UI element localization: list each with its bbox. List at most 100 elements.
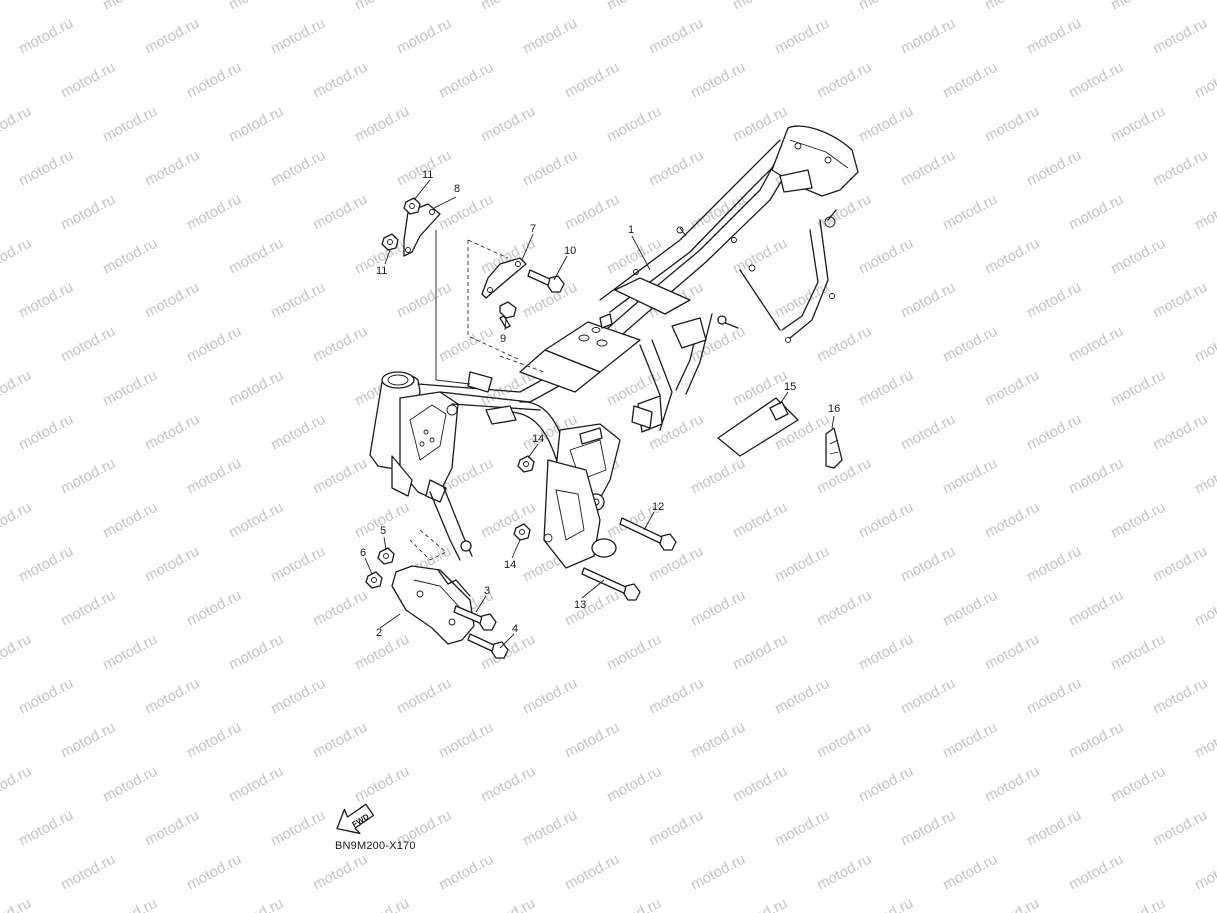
watermark-text: motod.ru [898, 411, 958, 454]
watermark-text: motod.ru [940, 455, 1000, 498]
watermark-text: motod.ru [100, 499, 160, 542]
watermark-text: motod.ru [604, 103, 664, 146]
watermark-text: motod.ru [1024, 807, 1084, 850]
clip-16 [825, 427, 843, 469]
watermark-text: motod.ru [520, 675, 580, 718]
bolt-3 [453, 605, 497, 631]
watermark-text: motod.ru [982, 367, 1042, 410]
callout-11-upper: 11 [422, 169, 433, 181]
watermark-text: motod.ru [688, 455, 748, 498]
watermark-text: motod.ru [898, 279, 958, 322]
bolt-9 [499, 301, 517, 329]
watermark-text: motod.ru [730, 895, 790, 913]
watermark-text: motod.ru [982, 0, 1042, 14]
watermark-text: motod.ru [310, 323, 370, 366]
watermark-text: motod.ru [688, 851, 748, 894]
watermark-text: motod.ru [0, 367, 34, 410]
watermark-text: motod.ru [0, 103, 34, 146]
watermark-text: motod.ru [562, 191, 622, 234]
watermark-text: motod.ru [226, 235, 286, 278]
watermark-text: motod.ru [856, 103, 916, 146]
watermark-text: motod.ru [646, 147, 706, 190]
watermark-text: motod.ru [856, 499, 916, 542]
watermark-text: motod.ru [16, 543, 76, 586]
watermark-text: motod.ru [898, 147, 958, 190]
watermark-text: motod.ru [310, 587, 370, 630]
watermark-text: motod.ru [604, 763, 664, 806]
watermark-text: motod.ru [310, 191, 370, 234]
watermark-text: motod.ru [16, 675, 76, 718]
watermark-text: motod.ru [226, 367, 286, 410]
watermark-text: motod.ru [814, 191, 874, 234]
watermark-text: motod.ru [268, 411, 328, 454]
watermark-text: motod.ru [730, 499, 790, 542]
watermark-text: motod.ru [520, 147, 580, 190]
watermark-text: motod.ru [1024, 147, 1084, 190]
watermark-text: motod.ru [0, 235, 34, 278]
callout-2: 2 [376, 627, 382, 639]
fwd-arrow-icon: FWD [336, 803, 375, 835]
callout-4: 4 [512, 623, 518, 635]
diagram-code: BN9M200-X170 [335, 840, 416, 852]
watermark-text: motod.ru [436, 719, 496, 762]
watermark-text: motod.ru [604, 631, 664, 674]
watermark-text: motod.ru [436, 59, 496, 102]
engine-bracket-2 [391, 565, 475, 645]
watermark-text: motod.ru [562, 587, 622, 630]
watermark-text: motod.ru [58, 587, 118, 630]
watermark-text: motod.ru [646, 675, 706, 718]
watermark-text: motod.ru [1066, 323, 1126, 366]
watermark-text: motod.ru [142, 675, 202, 718]
watermark-text: motod.ru [478, 0, 538, 14]
callout-13: 13 [574, 599, 586, 611]
watermark-text: motod.ru [16, 15, 76, 58]
nut-6 [365, 571, 383, 589]
watermark-text: motod.ru [898, 675, 958, 718]
watermark-text: motod.ru [1108, 0, 1168, 14]
watermark-text: motod.ru [100, 631, 160, 674]
callout-5: 5 [380, 525, 386, 537]
watermark-text: motod.ru [436, 323, 496, 366]
watermark-text: motod.ru [1024, 675, 1084, 718]
watermark-text: motod.ru [814, 59, 874, 102]
watermark-text: motod.ru [772, 807, 832, 850]
watermark-text: motod.ru [478, 631, 538, 674]
watermark-text: motod.ru [142, 543, 202, 586]
watermark-text: motod.ru [142, 279, 202, 322]
watermark-text: motod.ru [562, 59, 622, 102]
plate-15 [717, 397, 799, 457]
watermark-text: motod.ru [142, 807, 202, 850]
watermark-text: motod.ru [814, 851, 874, 894]
watermark-text: motod.ru [982, 631, 1042, 674]
watermark-text: motod.ru [604, 0, 664, 14]
watermark-text: motod.ru [604, 895, 664, 913]
watermark-text: motod.ru [1150, 279, 1210, 322]
watermark-text: motod.ru [982, 895, 1042, 913]
watermark-text: motod.ru [814, 323, 874, 366]
watermark-text: motod.ru [436, 191, 496, 234]
watermark-text: motod.ru [520, 15, 580, 58]
watermark-text: motod.ru [898, 543, 958, 586]
watermark-text: motod.ru [1108, 235, 1168, 278]
watermark-text: motod.ru [856, 763, 916, 806]
watermark-text: motod.ru [226, 103, 286, 146]
watermark-text: motod.ru [646, 15, 706, 58]
main-frame [369, 125, 859, 569]
watermark-text: motod.ru [0, 631, 34, 674]
watermark-text: motod.ru [1024, 15, 1084, 58]
watermark-text: motod.ru [1066, 59, 1126, 102]
watermark-text: motod.ru [1150, 807, 1210, 850]
watermark-text: motod.ru [58, 851, 118, 894]
watermark-text: motod.ru [0, 895, 34, 913]
watermark-text: motod.ru [0, 0, 34, 14]
watermark-text: motod.ru [100, 895, 160, 913]
watermark-text: motod.ru [100, 367, 160, 410]
watermark-text: motod.ru [1150, 15, 1210, 58]
watermark-text: motod.ru [856, 631, 916, 674]
watermark-text: motod.ru [184, 719, 244, 762]
callout-8: 8 [454, 183, 460, 195]
watermark-text: motod.ru [16, 411, 76, 454]
watermark-text: motod.ru [730, 103, 790, 146]
watermark-text: motod.ru [940, 587, 1000, 630]
